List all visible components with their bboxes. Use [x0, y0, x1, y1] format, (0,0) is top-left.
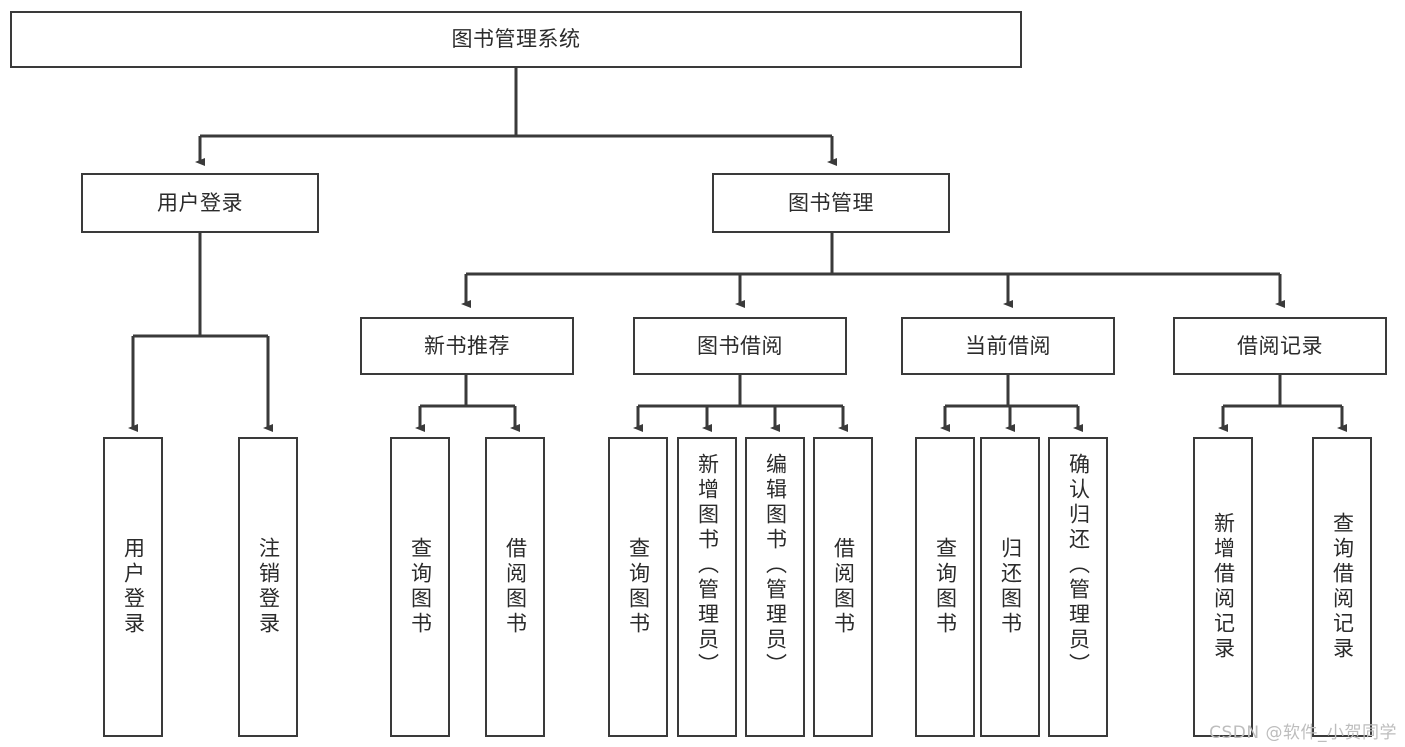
node-leaf-user-login[interactable]: 用户登录 [103, 437, 163, 737]
node-leaf-edit-book-label: 编辑图书（管理员） [763, 453, 788, 678]
node-borrow-record-label: 借阅记录 [1237, 333, 1323, 358]
node-leaf-add-record[interactable]: 新增借阅记录 [1193, 437, 1253, 737]
node-current-borrow-label: 当前借阅 [965, 333, 1051, 358]
node-leaf-query-record[interactable]: 查询借阅记录 [1312, 437, 1372, 737]
node-borrow-record[interactable]: 借阅记录 [1173, 317, 1387, 375]
node-new-book-recommend[interactable]: 新书推荐 [360, 317, 574, 375]
node-leaf-borrow-book-2[interactable]: 借阅图书 [813, 437, 873, 737]
node-user-login[interactable]: 用户登录 [81, 173, 319, 233]
node-book-borrow-label: 图书借阅 [697, 333, 783, 358]
watermark-text: CSDN @软件_小贺同学 [1209, 723, 1397, 743]
node-book-manage[interactable]: 图书管理 [712, 173, 950, 233]
node-leaf-query-book-3-label: 查询图书 [933, 537, 958, 637]
node-new-book-recommend-label: 新书推荐 [424, 333, 510, 358]
node-leaf-edit-book[interactable]: 编辑图书（管理员） [745, 437, 805, 737]
node-leaf-return-book-label: 归还图书 [998, 537, 1023, 637]
node-leaf-borrow-book-1[interactable]: 借阅图书 [485, 437, 545, 737]
node-leaf-query-book-2[interactable]: 查询图书 [608, 437, 668, 737]
node-root[interactable]: 图书管理系统 [10, 11, 1022, 68]
node-leaf-borrow-book-1-label: 借阅图书 [503, 537, 528, 637]
node-leaf-query-book-3[interactable]: 查询图书 [915, 437, 975, 737]
node-leaf-query-book-1-label: 查询图书 [408, 537, 433, 637]
node-leaf-borrow-book-2-label: 借阅图书 [831, 537, 856, 637]
node-leaf-add-book[interactable]: 新增图书（管理员） [677, 437, 737, 737]
node-current-borrow[interactable]: 当前借阅 [901, 317, 1115, 375]
node-book-borrow[interactable]: 图书借阅 [633, 317, 847, 375]
node-root-label: 图书管理系统 [451, 27, 581, 52]
node-leaf-user-login-label: 用户登录 [121, 537, 146, 637]
node-leaf-user-logout-label: 注销登录 [256, 537, 281, 637]
node-leaf-confirm-return[interactable]: 确认归还（管理员） [1048, 437, 1108, 737]
node-leaf-add-record-label: 新增借阅记录 [1211, 512, 1236, 662]
node-book-manage-label: 图书管理 [788, 190, 874, 215]
node-leaf-confirm-return-label: 确认归还（管理员） [1066, 453, 1091, 678]
node-leaf-query-book-2-label: 查询图书 [626, 537, 651, 637]
node-leaf-user-logout[interactable]: 注销登录 [238, 437, 298, 737]
node-leaf-return-book[interactable]: 归还图书 [980, 437, 1040, 737]
node-leaf-query-book-1[interactable]: 查询图书 [390, 437, 450, 737]
node-user-login-label: 用户登录 [157, 190, 243, 215]
node-leaf-add-book-label: 新增图书（管理员） [695, 453, 720, 678]
node-leaf-query-record-label: 查询借阅记录 [1330, 512, 1355, 662]
